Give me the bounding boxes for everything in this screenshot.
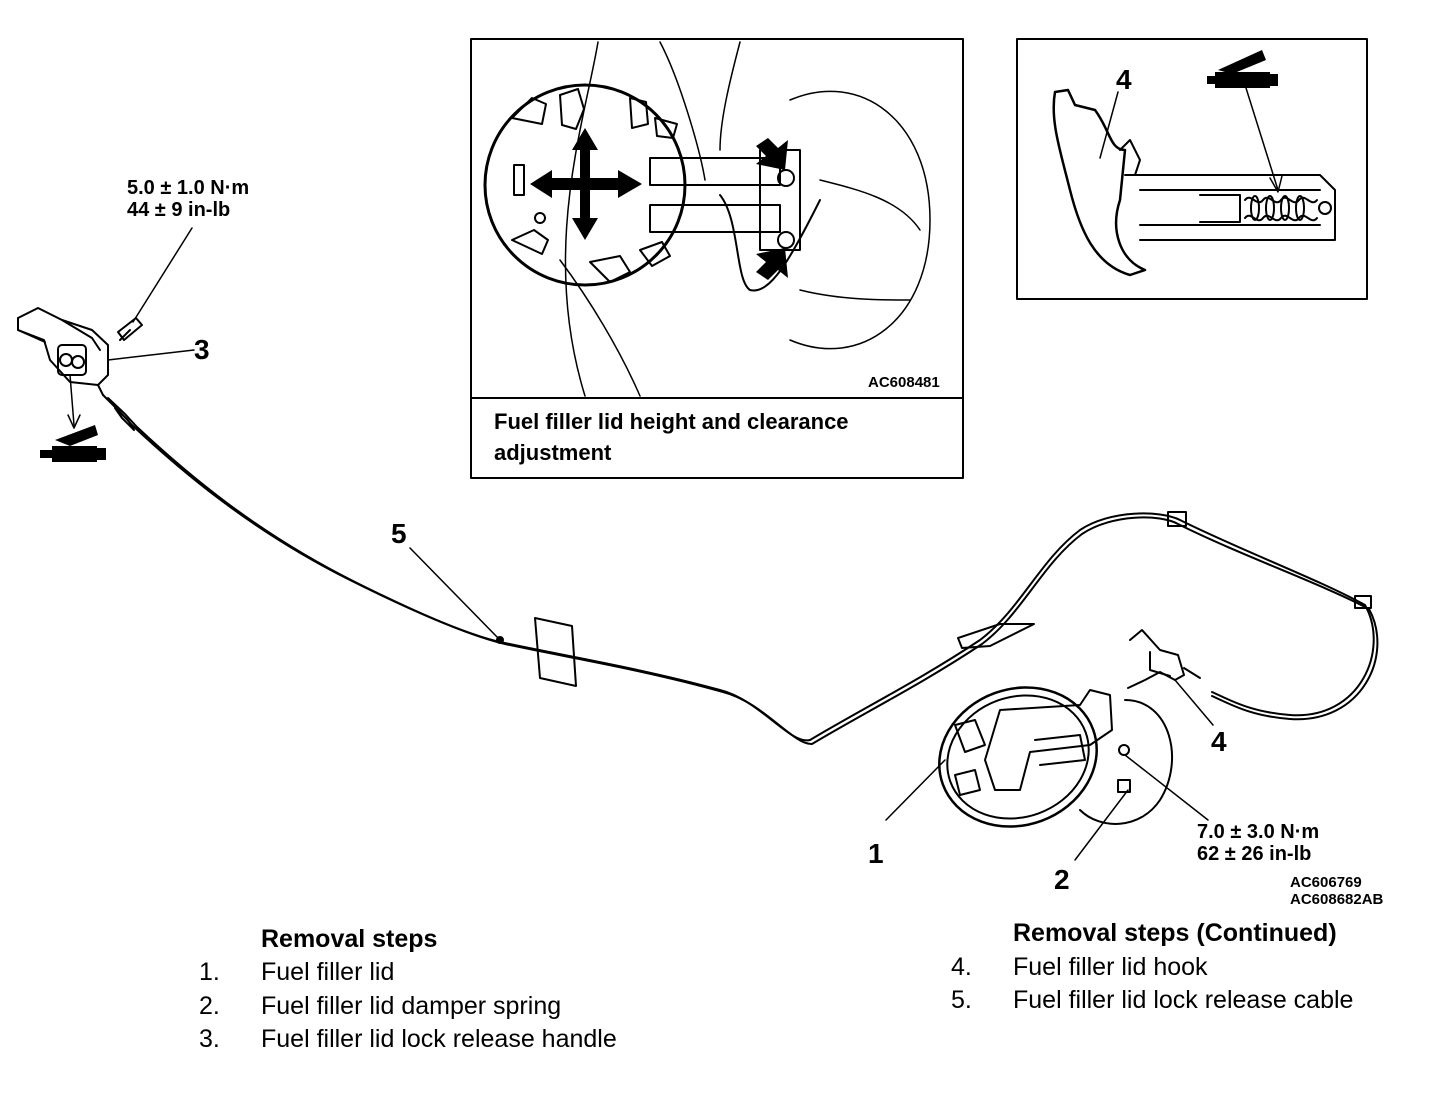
- inset-caption: Fuel filler lid height and clearance adj…: [494, 406, 849, 468]
- step-number: 2.: [199, 992, 220, 1020]
- step-number: 4.: [951, 953, 972, 981]
- lid-assembly-drawing: [885, 686, 1209, 861]
- step-text: Fuel filler lid lock release cable: [1013, 986, 1354, 1014]
- removal-step: 1. Fuel filler lid: [199, 958, 394, 987]
- inset-code: AC608481: [868, 374, 940, 391]
- figure-codes: AC606769 AC608682AB: [1290, 874, 1383, 908]
- torque-hook: 7.0 ± 3.0 N·m 62 ± 26 in-lb: [1197, 821, 1319, 865]
- step-number: 3.: [199, 1025, 220, 1053]
- figure-code-1: AC606769: [1290, 874, 1362, 891]
- callout-5: 5: [391, 518, 407, 549]
- step-text: Fuel filler lid: [261, 958, 395, 986]
- callout-1: 1: [868, 838, 884, 869]
- removal-step: 3. Fuel filler lid lock release handle: [199, 1025, 617, 1054]
- inset-caption-line2: adjustment: [494, 440, 612, 465]
- figure-code-2: AC608682AB: [1290, 891, 1384, 908]
- release-cable: [102, 394, 1379, 746]
- grease-icon-inset: [1207, 50, 1278, 88]
- removal-steps-continued-title: Removal steps (Continued): [1013, 919, 1337, 947]
- callout-4-inset: 4: [1116, 64, 1132, 95]
- step-number: 1.: [199, 958, 220, 986]
- torque-hook-metric: 7.0 ± 3.0 N·m: [1197, 821, 1320, 843]
- grease-icon-handle: [40, 425, 106, 462]
- step-text: Fuel filler lid lock release handle: [261, 1025, 617, 1053]
- inset-lid-adjustment: [470, 38, 964, 479]
- callout-2: 2: [1054, 864, 1070, 895]
- step-text: Fuel filler lid hook: [1013, 953, 1208, 981]
- callout-3: 3: [194, 334, 210, 365]
- torque-handle: 5.0 ± 1.0 N·m 44 ± 9 in-lb: [127, 177, 249, 221]
- release-handle-drawing: [17, 227, 195, 429]
- torque-hook-imperial: 62 ± 26 in-lb: [1197, 843, 1312, 865]
- removal-step: 4. Fuel filler lid hook: [951, 953, 1208, 982]
- step-number: 5.: [951, 986, 972, 1014]
- inset-hook-detail: [1016, 38, 1368, 300]
- removal-step: 5. Fuel filler lid lock release cable: [951, 986, 1353, 1015]
- inset-caption-line1: Fuel filler lid height and clearance: [494, 409, 849, 434]
- removal-steps-title: Removal steps: [261, 925, 438, 953]
- step-text: Fuel filler lid damper spring: [261, 992, 562, 1020]
- torque-handle-imperial: 44 ± 9 in-lb: [127, 199, 231, 221]
- hook-drawing: [1127, 629, 1214, 726]
- torque-handle-metric: 5.0 ± 1.0 N·m: [127, 177, 250, 199]
- callout-4: 4: [1211, 726, 1227, 757]
- removal-step: 2. Fuel filler lid damper spring: [199, 992, 561, 1021]
